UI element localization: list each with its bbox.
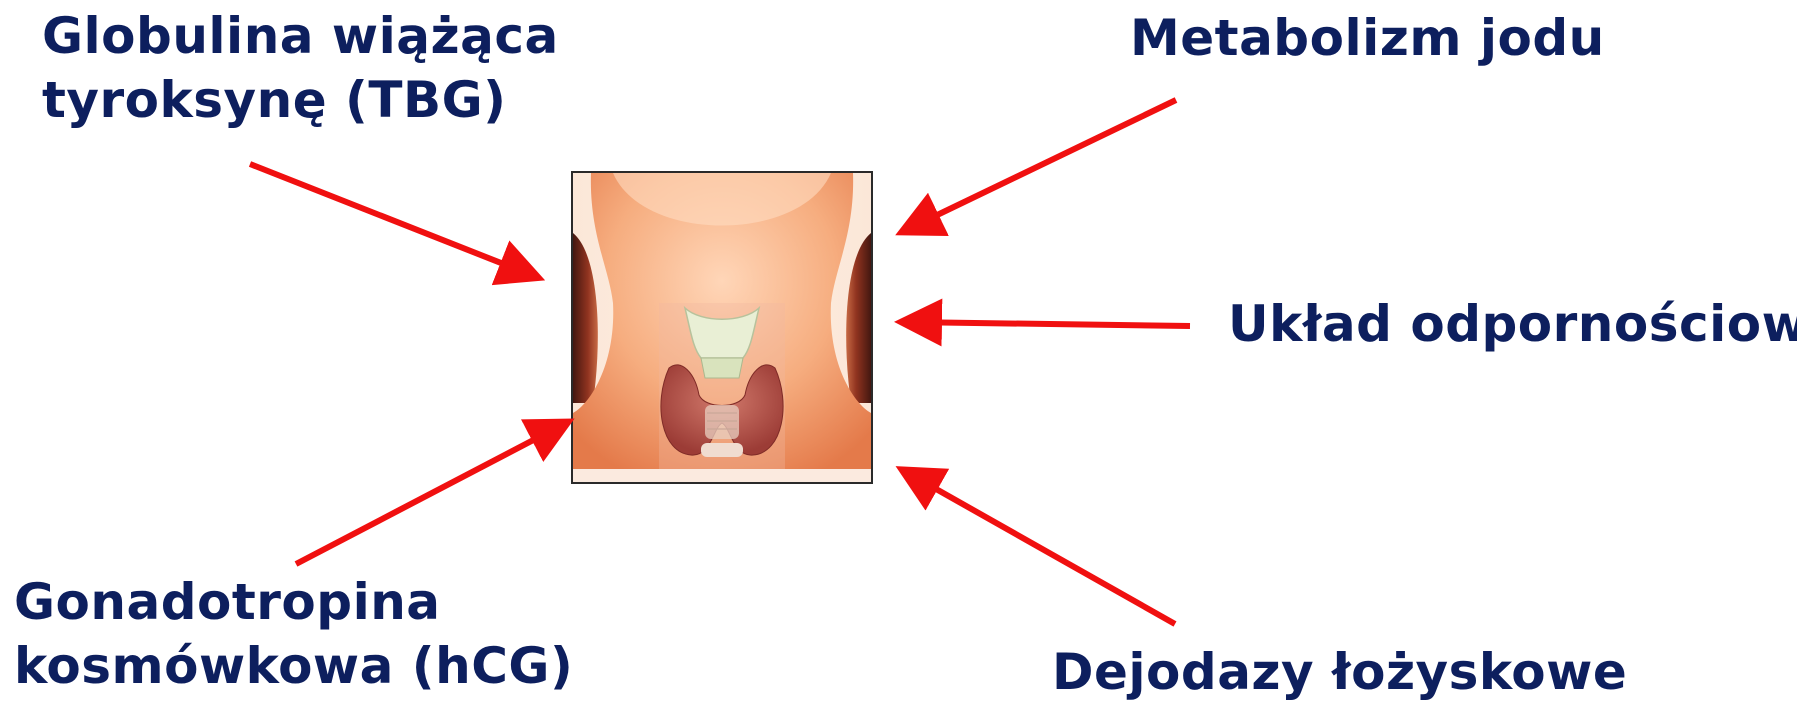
arrow-immune [906,322,1190,326]
arrow-deiodinases [906,472,1175,624]
arrow-tbg [250,164,534,276]
arrow-iodine [906,100,1176,230]
arrow-hcg [296,424,564,564]
